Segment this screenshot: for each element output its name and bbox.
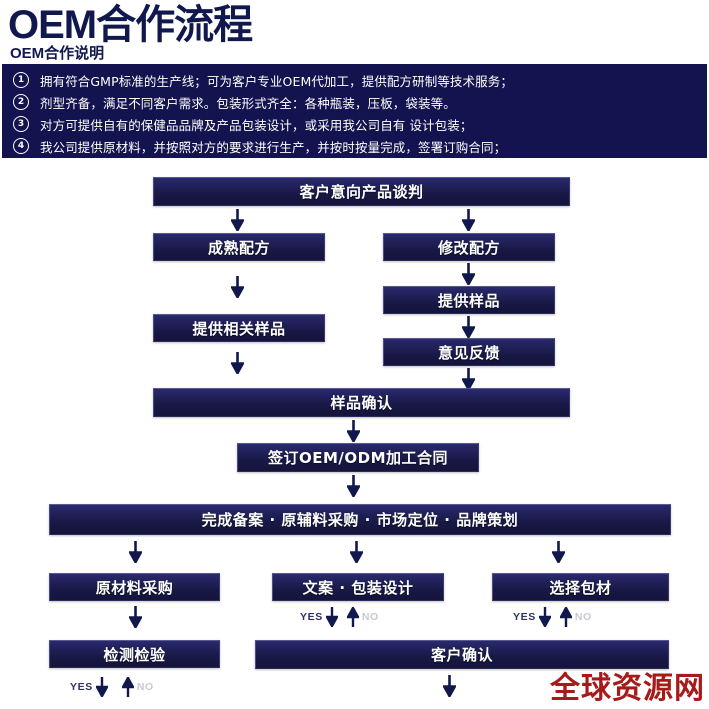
arrow-down-icon	[325, 607, 338, 627]
flow-box-mature-formula[interactable]: 成熟配方	[153, 233, 325, 261]
note-text: 我公司提供原材料，并按照对方的要求进行生产，并按时按量完成，签署订购合同；	[40, 139, 507, 155]
decision-labels-inspection: YES NO	[70, 677, 154, 697]
page-title: OEM合作流程	[8, 3, 253, 47]
flow-box-copy-packaging[interactable]: 文案 · 包装设计	[272, 573, 444, 601]
note-item: 3 对方可提供自有的保健品品牌及产品包装设计，或采用我公司自有 设计包装；	[2, 113, 707, 135]
number-badge-icon: 1	[13, 72, 29, 88]
no-label: NO	[574, 611, 592, 623]
note-text: 剂型齐备，满足不同客户需求。包装形式齐全：各种瓶装，压板，袋装等。	[40, 95, 456, 111]
arrow-down-icon	[95, 677, 108, 697]
number-badge-icon: 2	[13, 94, 29, 110]
flow-box-inspection[interactable]: 检测检验	[49, 640, 220, 668]
flow-box-sign-contract[interactable]: 签订OEM/ODM加工合同	[237, 443, 479, 472]
arrow-down-icon	[462, 368, 475, 390]
note-item: 1 拥有符合GMP标准的生产线；可为客户专业OEM代加工，提供配方研制等技术服务…	[2, 69, 707, 91]
arrow-down-icon	[231, 209, 244, 231]
oem-notes-band: 1 拥有符合GMP标准的生产线；可为客户专业OEM代加工，提供配方研制等技术服务…	[2, 64, 707, 158]
flow-box-modify-formula[interactable]: 修改配方	[383, 233, 555, 261]
note-item: 2 剂型齐备，满足不同客户需求。包装形式齐全：各种瓶装，压板，袋装等。	[2, 91, 707, 113]
arrow-up-icon	[559, 607, 572, 627]
flow-box-record-planning[interactable]: 完成备案 · 原辅料采购 · 市场定位 · 品牌策划	[49, 504, 671, 535]
arrow-down-icon	[129, 541, 142, 563]
arrow-up-icon	[346, 607, 359, 627]
arrow-down-icon	[462, 316, 475, 338]
flow-box-sample-confirm[interactable]: 样品确认	[153, 388, 570, 417]
arrow-down-icon	[350, 541, 363, 563]
arrow-down-icon	[462, 209, 475, 231]
arrow-down-icon	[231, 352, 244, 374]
note-item: 4 我公司提供原材料，并按照对方的要求进行生产，并按时按量完成，签署订购合同；	[2, 135, 707, 157]
arrow-down-icon	[443, 675, 456, 697]
flow-box-related-sample[interactable]: 提供相关样品	[153, 314, 325, 342]
flow-box-feedback[interactable]: 意见反馈	[383, 338, 555, 366]
flow-box-raw-purchase[interactable]: 原材料采购	[49, 573, 220, 601]
arrow-down-icon	[347, 420, 360, 442]
note-number: 3	[2, 116, 40, 132]
yes-label: YES	[300, 611, 323, 623]
arrow-up-icon	[121, 677, 134, 697]
note-number: 4	[2, 138, 40, 154]
flow-box-provide-sample[interactable]: 提供样品	[383, 286, 555, 314]
yes-label: YES	[513, 611, 536, 623]
flow-box-negotiation[interactable]: 客户意向产品谈判	[153, 177, 570, 206]
page-subtitle: OEM合作说明	[10, 45, 105, 62]
number-badge-icon: 4	[13, 138, 29, 154]
number-badge-icon: 3	[13, 116, 29, 132]
note-text: 对方可提供自有的保健品品牌及产品包装设计，或采用我公司自有 设计包装；	[40, 117, 473, 133]
arrow-down-icon	[552, 541, 565, 563]
arrow-down-icon	[129, 606, 142, 628]
watermark: 全球资源网	[550, 671, 705, 706]
decision-labels-select-material: YES NO	[513, 607, 592, 627]
yes-label: YES	[70, 681, 93, 693]
flow-box-select-material[interactable]: 选择包材	[492, 573, 669, 601]
arrow-down-icon	[462, 263, 475, 285]
arrow-down-icon	[231, 276, 244, 298]
note-number: 2	[2, 94, 40, 110]
note-text: 拥有符合GMP标准的生产线；可为客户专业OEM代加工，提供配方研制等技术服务；	[40, 73, 513, 89]
no-label: NO	[136, 681, 154, 693]
no-label: NO	[361, 611, 379, 623]
arrow-down-icon	[347, 475, 360, 497]
note-number: 1	[2, 72, 40, 88]
decision-labels-copy-packaging: YES NO	[300, 607, 379, 627]
arrow-down-icon	[538, 607, 551, 627]
flow-box-customer-confirm[interactable]: 客户确认	[255, 640, 669, 669]
